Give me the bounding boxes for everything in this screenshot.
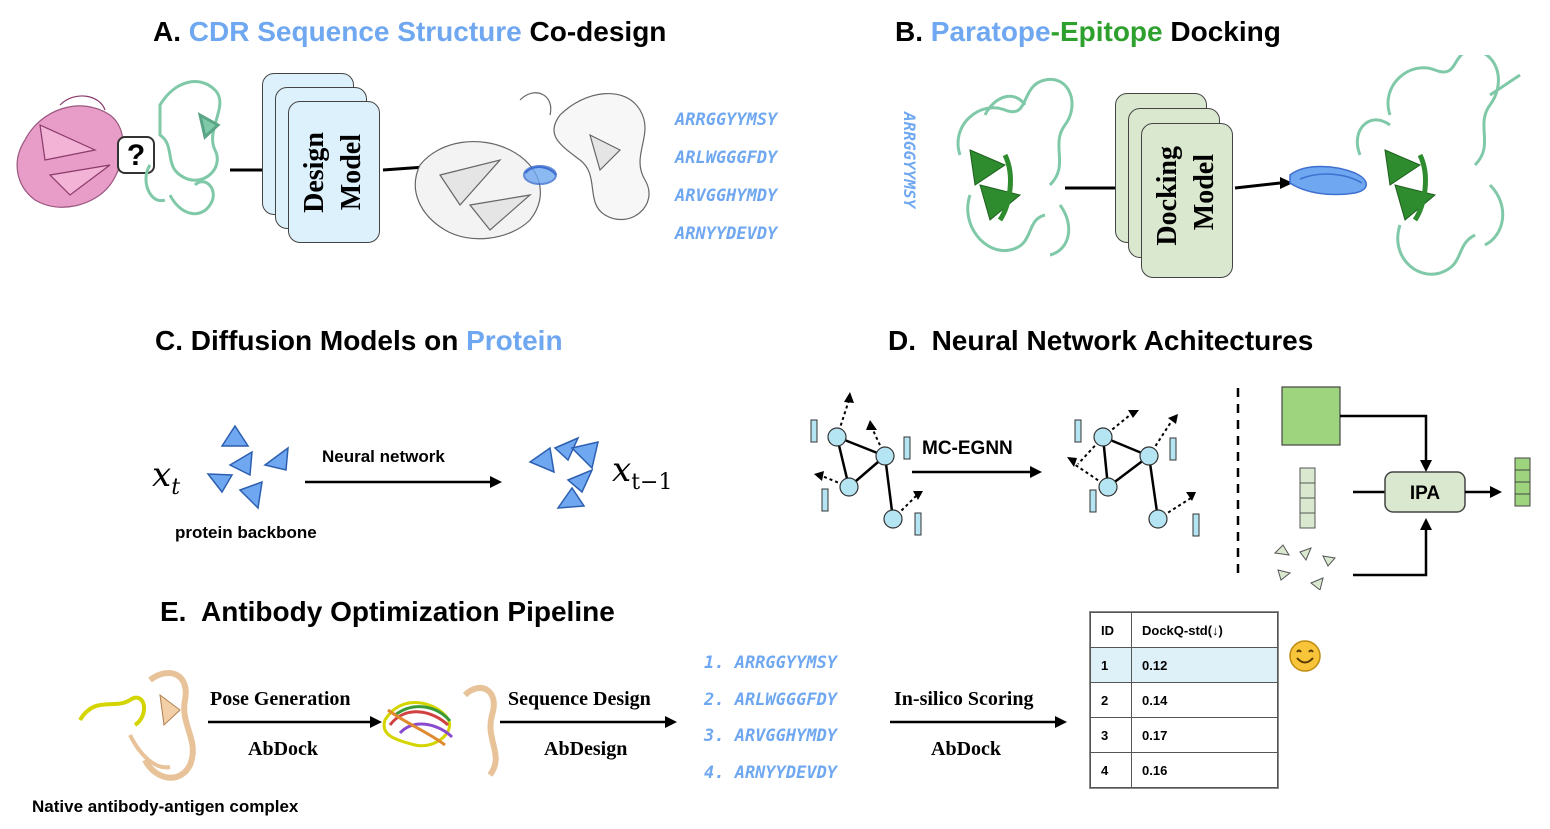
pose-generation-label: Pose Generation — [210, 688, 351, 710]
design-sequence: ARLWGGGFDY — [675, 148, 778, 168]
cdr-loop — [523, 165, 557, 185]
denoised-backbone — [528, 436, 600, 509]
unknown-box — [117, 136, 155, 174]
table-header-dockq: DockQ-std(↓) — [1131, 612, 1278, 648]
epitope-highlight — [969, 149, 1022, 222]
scoring-table: ID DockQ-std(↓) 1 0.12 2 0.14 3 0.17 4 0… — [1090, 612, 1278, 788]
table-cell-id: 1 — [1090, 647, 1132, 683]
design-sequence-list: ARRGGYYMSY ARLWGGGFDY ARVGGHYMDY ARNYYDE… — [675, 110, 777, 262]
table-cell-id: 3 — [1090, 717, 1132, 753]
x-t-minus-1-symbol: xt−1 — [612, 450, 673, 495]
epitope-structure — [956, 78, 1074, 257]
ipa-label: IPA — [1410, 483, 1441, 504]
model-label: Model — [336, 134, 367, 211]
scoring-table-frame: ID DockQ-std(↓) 1 0.12 2 0.14 3 0.17 4 0… — [1089, 611, 1279, 789]
single-representation — [1281, 386, 1341, 446]
table-cell-score: 0.17 — [1131, 717, 1278, 753]
panel-b-title: B. Paratope-Epitope Docking — [895, 16, 1281, 47]
table-cell-score: 0.12 — [1131, 647, 1278, 683]
candidate-sequence-list: 1. ARRGGYYMSY 2. ARLWGGGFDY 3. ARVGGHYMD… — [704, 653, 837, 799]
table-row: 1 0.12 — [1090, 647, 1278, 683]
antigen-structure — [16, 95, 124, 208]
design-sequence: ARRGGYYMSY — [675, 110, 778, 130]
docked-epitope — [1355, 55, 1521, 276]
output-graph — [1067, 410, 1200, 537]
pair-representation — [1299, 467, 1316, 529]
docked-paratope — [1289, 165, 1367, 196]
panel-c-graphics — [206, 424, 600, 510]
docking-label: Docking — [1152, 146, 1183, 246]
native-complex-caption: Native antibody-antigen complex — [32, 797, 299, 816]
table-header-row: ID DockQ-std(↓) — [1090, 612, 1278, 648]
scoring-tool: AbDock — [931, 738, 1002, 760]
updated-representation — [1514, 457, 1531, 507]
candidate-sequence: 3. ARVGGHYMDY — [704, 726, 838, 746]
design-sequence: ARVGGHYMDY — [675, 186, 778, 206]
panel-e-graphics — [78, 669, 1067, 781]
pose-generation-tool: AbDock — [248, 738, 319, 760]
docking-model-card: Docking Model — [1141, 123, 1233, 278]
design-model-card: Design Model — [288, 101, 380, 243]
candidate-sequence: 2. ARLWGGGFDY — [704, 689, 838, 710]
antibody-structure — [144, 80, 222, 216]
table-row: 2 0.14 — [1090, 682, 1278, 718]
generated-poses — [382, 684, 499, 777]
table-cell-id: 2 — [1090, 682, 1132, 718]
question-mark: ? — [127, 139, 145, 172]
smiley-icon — [1289, 640, 1321, 672]
panel-e-title: E. Antibody Optimization Pipeline — [160, 596, 615, 627]
sequence-design-tool: AbDesign — [544, 738, 628, 760]
x-t-symbol: xt — [152, 455, 181, 500]
co-designed-complex — [414, 92, 650, 240]
design-label: Design — [299, 132, 330, 213]
mc-egnn-label: MC-EGNN — [922, 438, 1013, 459]
sequence-design-label: Sequence Design — [508, 688, 651, 710]
panel-c-title: C. Diffusion Models on Protein — [155, 325, 563, 356]
table-cell-score: 0.14 — [1131, 682, 1278, 718]
table-cell-id: 4 — [1090, 752, 1132, 788]
frame-triangles — [1273, 544, 1336, 590]
panel-d-title: D. Neural Network Achitectures — [888, 325, 1314, 356]
table-row: 3 0.17 — [1090, 717, 1278, 753]
design-sequence: ARNYYDEVDY — [675, 224, 778, 244]
input-graph — [810, 392, 923, 536]
table-header-id: ID — [1090, 612, 1132, 648]
table-row: 4 0.16 — [1090, 752, 1278, 788]
panel-a-graphics: ? — [16, 80, 650, 240]
paratope-sequence-vertical: ARRGGYYMSY — [900, 112, 919, 209]
neural-network-label: Neural network — [322, 447, 445, 466]
panel-a-title: A. CDR Sequence Structure Co-design — [153, 16, 667, 47]
candidate-sequence: 4. ARNYYDEVDY — [704, 762, 838, 783]
panel-d-graphics: IPA — [810, 386, 1531, 590]
panel-b-graphics — [956, 55, 1521, 276]
protein-backbone-caption: protein backbone — [175, 523, 317, 542]
table-cell-score: 0.16 — [1131, 752, 1278, 788]
candidate-sequence: 1. ARRGGYYMSY — [704, 653, 838, 673]
docked-epitope-highlight — [1384, 149, 1437, 222]
scoring-label: In-silico Scoring — [894, 688, 1034, 710]
native-complex — [78, 669, 196, 781]
model-label: Model — [1189, 154, 1220, 231]
noisy-backbone — [206, 424, 289, 510]
